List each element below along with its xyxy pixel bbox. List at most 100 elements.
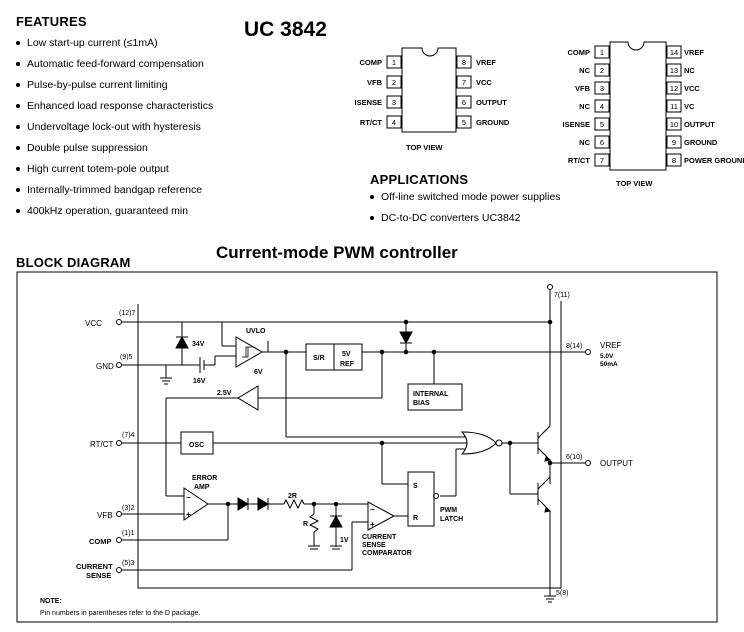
pin-box <box>594 45 610 59</box>
feature-item: Pulse-by-pulse current limiting <box>16 78 213 99</box>
pin-label: NC <box>684 66 695 75</box>
label-uvlo: UVLO <box>246 328 266 335</box>
pin-label: GROUND <box>476 118 510 127</box>
feature-item: Undervoltage lock-out with hysteresis <box>16 120 213 141</box>
pin-vref-num: 8(14) <box>566 343 582 350</box>
pin-label: VFB <box>575 84 591 93</box>
pin-number: 3 <box>600 84 604 93</box>
label-comparator: COMPARATOR <box>362 550 412 557</box>
pin-number: 11 <box>670 102 678 111</box>
pin-box <box>386 55 402 69</box>
pin-number: 2 <box>600 66 604 75</box>
pin-vcc-label: VCC <box>85 319 102 328</box>
applications-list: Off-line switched mode power supplies DC… <box>370 190 561 232</box>
label-amp: AMP <box>194 484 210 491</box>
pin-box <box>386 115 402 129</box>
pin-box <box>594 117 610 131</box>
pin-number: 12 <box>670 84 678 93</box>
pin-label: VREF <box>684 48 704 57</box>
pin-number: 7 <box>462 78 466 87</box>
pin-box <box>666 45 682 59</box>
pin-label: COMP <box>568 48 591 57</box>
pkg8-top-view: TOP VIEW <box>406 143 443 152</box>
label-r: R <box>303 521 308 528</box>
pin-number: 10 <box>670 120 678 129</box>
pin-number: 8 <box>672 156 676 165</box>
pin-box <box>594 81 610 95</box>
pin-rtct-num: (7)4 <box>122 432 135 439</box>
pin-number: 6 <box>462 98 466 107</box>
label-latch-s: S <box>413 483 418 490</box>
pin-isense-label2: SENSE <box>86 571 111 580</box>
pin-rtct-label: RT/CT <box>90 440 114 449</box>
pin-comp-num: (1)1 <box>122 530 135 537</box>
label-cs-plus: + <box>370 520 375 529</box>
label-bias: BIAS <box>413 400 430 407</box>
label-ref: REF <box>340 361 355 368</box>
label-cs-minus: − <box>370 505 375 514</box>
pin-box <box>456 115 472 129</box>
pkg14-top-view: TOP VIEW <box>616 179 653 188</box>
label-pwm: PWM <box>440 507 457 514</box>
pin-label: NC <box>579 66 590 75</box>
block-diagram-heading: BLOCK DIAGRAM <box>16 255 131 270</box>
feature-item: Automatic feed-forward compensation <box>16 57 213 78</box>
pin-box <box>594 135 610 149</box>
pin-number: 3 <box>392 98 396 107</box>
pin-label: COMP <box>360 58 383 67</box>
pin-isense-label1: CURRENT <box>76 562 113 571</box>
label-1v: 1V <box>340 537 349 544</box>
pin-box <box>594 153 610 167</box>
pin-number: 2 <box>392 78 396 87</box>
label-34v: 34V <box>192 341 205 348</box>
label-err-minus: − <box>186 493 191 502</box>
label-osc: OSC <box>189 442 204 449</box>
pin-box <box>594 99 610 113</box>
pin-box <box>666 63 682 77</box>
pin-label: VFB <box>367 78 383 87</box>
label-2-5v: 2.5V <box>217 390 232 397</box>
pin-number: 1 <box>392 58 396 67</box>
part-title: UC 3842 <box>244 18 327 41</box>
pin-vfb-num: (3)2 <box>122 505 135 512</box>
feature-item: High current totem-pole output <box>16 162 213 183</box>
label-err-plus: + <box>186 510 191 519</box>
pin-vref-v1: 5.0V <box>600 353 614 360</box>
pin-output-num: 6(10) <box>566 454 582 461</box>
pin-box <box>666 153 682 167</box>
label-6v: 6V <box>254 369 263 376</box>
pin-gnd-label: GND <box>96 362 114 371</box>
feature-item: Enhanced load response characteristics <box>16 99 213 120</box>
label-2r: 2R <box>288 493 297 500</box>
pin-number: 5 <box>462 118 466 127</box>
label-latch-r: R <box>413 515 418 522</box>
feature-item: 400kHz operation, guaranteed min <box>16 204 213 225</box>
pin-box <box>666 135 682 149</box>
label-sense: SENSE <box>362 542 386 549</box>
pin-label: ISENSE <box>562 120 590 129</box>
diagram-frame <box>16 271 718 623</box>
pin-number: 14 <box>670 48 678 57</box>
pin-box <box>456 55 472 69</box>
feature-item: Double pulse suppression <box>16 141 213 162</box>
application-item: Off-line switched mode power supplies <box>370 190 561 211</box>
pin-label: VCC <box>476 78 492 87</box>
pin-number: 9 <box>672 138 676 147</box>
label-internal: INTERNAL <box>413 391 449 398</box>
pin-box <box>386 95 402 109</box>
diagram-title: Current-mode PWM controller <box>216 243 458 262</box>
pin-label: ISENSE <box>354 98 382 107</box>
pin-vref-label: VREF <box>600 341 621 350</box>
pin-number: 1 <box>600 48 604 57</box>
pin-vfb-label: VFB <box>97 511 113 520</box>
pin-box <box>386 75 402 89</box>
pin-label: VC <box>684 102 695 111</box>
pin-vcc-num: (12)7 <box>119 310 135 317</box>
applications-heading: APPLICATIONS <box>370 172 469 187</box>
pin-vref-v2: 50mA <box>600 361 618 368</box>
pin-number: 8 <box>462 58 466 67</box>
pin-isense-num: (5)3 <box>122 560 135 567</box>
pin-box <box>666 81 682 95</box>
pin-number: 4 <box>600 102 604 111</box>
